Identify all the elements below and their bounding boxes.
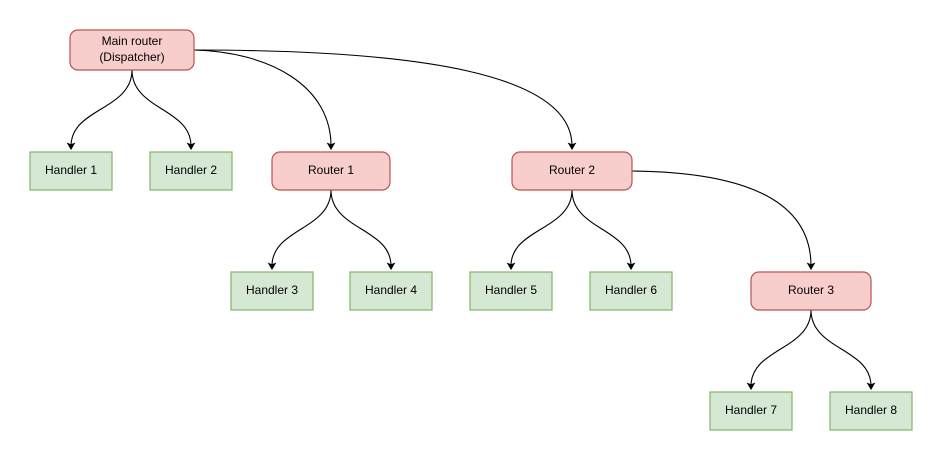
handler-1-label: Handler 1 [45, 163, 97, 177]
main-router-shape[interactable] [69, 29, 195, 71]
node-handler-4[interactable]: Handler 4 [349, 271, 433, 311]
handler-5-label: Handler 5 [485, 283, 537, 297]
handler-4-shape[interactable] [349, 271, 433, 311]
node-main-router[interactable]: Main router(Dispatcher) [69, 29, 195, 71]
node-router-1[interactable]: Router 1 [271, 151, 391, 191]
node-handler-8[interactable]: Handler 8 [829, 391, 913, 431]
edge-router-1-to-handler-4 [330, 189, 396, 271]
edge-router-2-to-handler-6 [571, 189, 636, 271]
node-handler-2[interactable]: Handler 2 [149, 151, 233, 191]
node-handler-1[interactable]: Handler 1 [29, 151, 113, 191]
handler-8-label: Handler 8 [845, 403, 897, 417]
edge-main-to-handler-2 [131, 69, 196, 151]
edge-router-3-to-handler-8 [810, 309, 876, 391]
edge-router-2-to-handler-5 [506, 189, 573, 271]
edge-router-3-to-handler-7 [746, 309, 812, 391]
router-1-shape[interactable] [271, 151, 391, 191]
node-handler-5[interactable]: Handler 5 [469, 271, 553, 311]
handler-2-shape[interactable] [149, 151, 233, 191]
handler-6-shape[interactable] [589, 271, 673, 311]
handler-8-shape[interactable] [829, 391, 913, 431]
node-router-3[interactable]: Router 3 [750, 271, 872, 311]
handler-3-shape[interactable] [230, 271, 314, 311]
router-3-shape[interactable] [750, 271, 872, 311]
edge-router-2-to-router-3 [631, 170, 816, 271]
router-1-label: Router 1 [308, 163, 354, 177]
edges-layer [66, 49, 876, 391]
node-handler-3[interactable]: Handler 3 [230, 271, 314, 311]
node-handler-7[interactable]: Handler 7 [709, 391, 793, 431]
router-3-label: Router 3 [788, 283, 834, 297]
node-router-2[interactable]: Router 2 [511, 151, 633, 191]
handler-7-shape[interactable] [709, 391, 793, 431]
handler-3-label: Handler 3 [246, 283, 298, 297]
node-handler-6[interactable]: Handler 6 [589, 271, 673, 311]
handler-5-shape[interactable] [469, 271, 553, 311]
handler-2-label: Handler 2 [165, 163, 217, 177]
edge-router-1-to-handler-3 [267, 189, 332, 271]
edge-main-to-router-1 [193, 49, 336, 151]
router-2-label: Router 2 [549, 163, 595, 177]
handler-1-shape[interactable] [29, 151, 113, 191]
edge-main-to-router-2 [193, 49, 577, 151]
edge-main-to-handler-1 [66, 69, 133, 151]
handler-6-label: Handler 6 [605, 283, 657, 297]
handler-7-label: Handler 7 [725, 403, 777, 417]
nodes-layer: Main router(Dispatcher) Handler 1 Handler … [29, 29, 913, 431]
handler-4-label: Handler 4 [365, 283, 417, 297]
router-2-shape[interactable] [511, 151, 633, 191]
main-router-label: Main router(Dispatcher) [99, 34, 164, 64]
